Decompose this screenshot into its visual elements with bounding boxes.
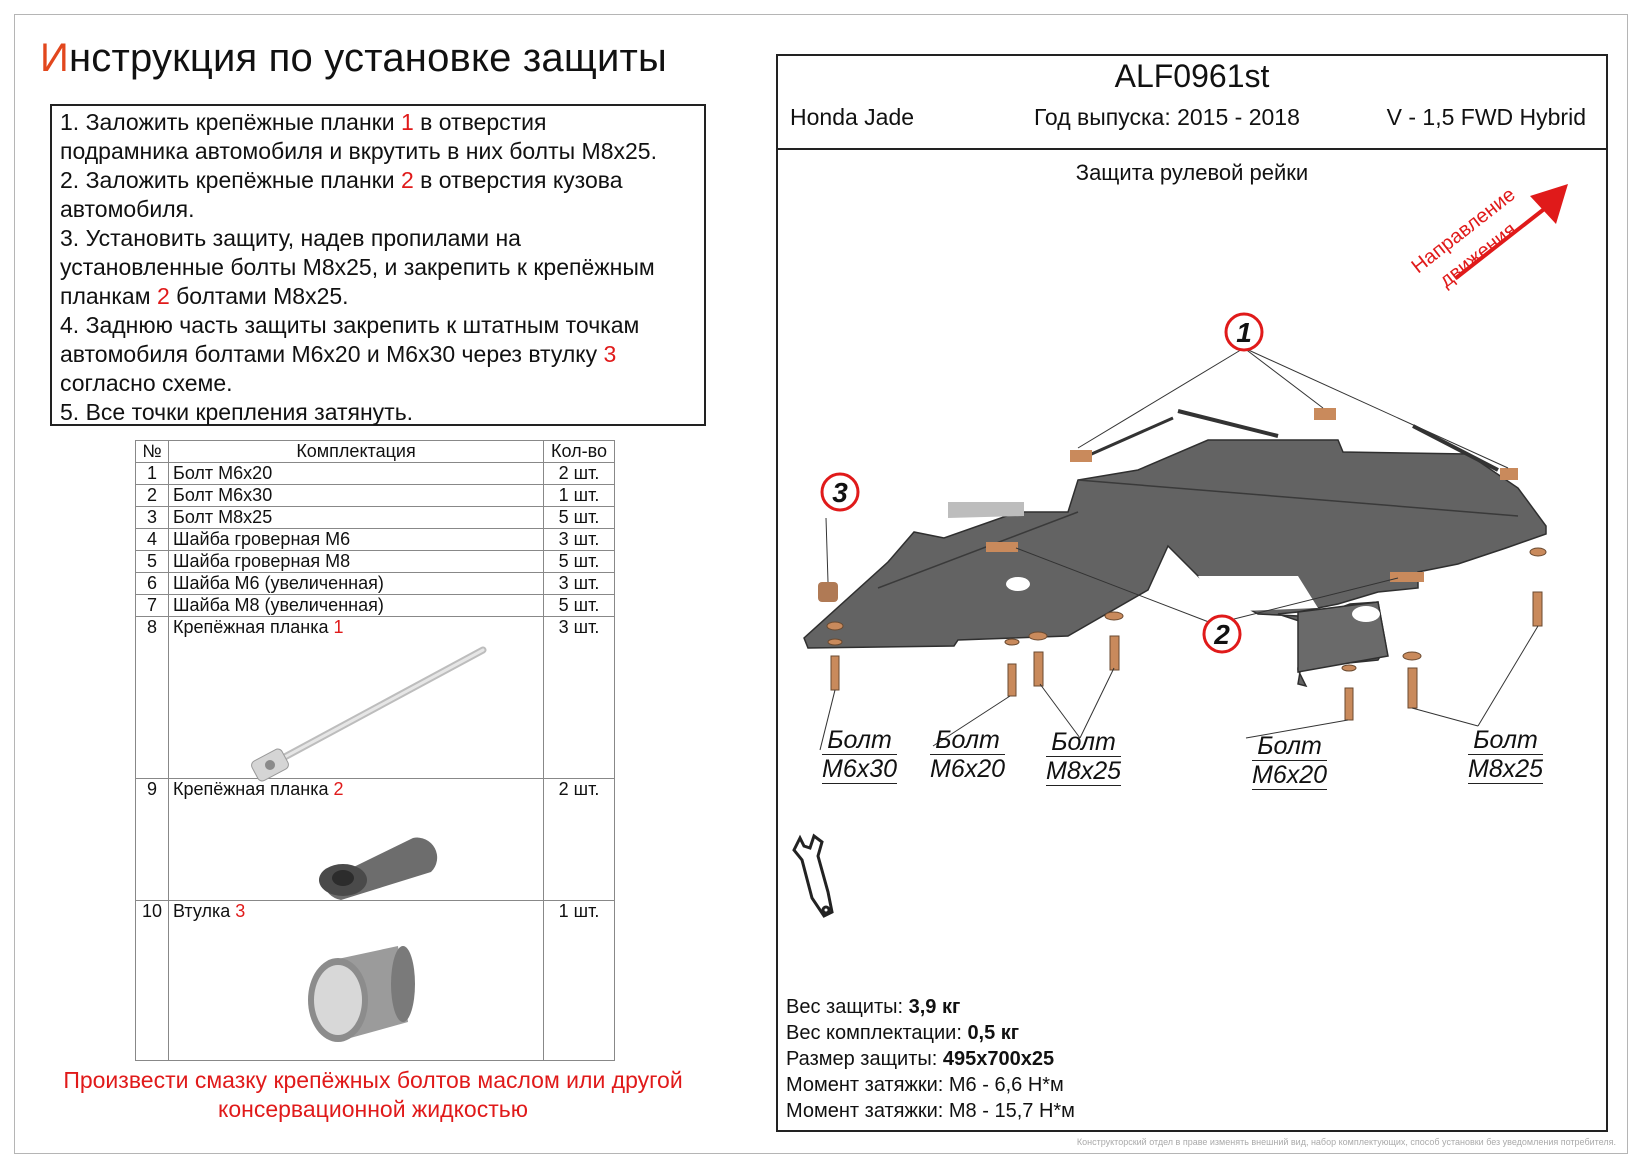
- kit-header-name: Комплектация: [168, 440, 544, 463]
- title-rest: нструкция по установке защиты: [68, 36, 667, 80]
- callout-3: 3: [820, 472, 860, 512]
- lubrication-note: Произвести смазку крепёжных болтов масло…: [40, 1066, 706, 1124]
- kit-row-bushing: 10 Втулка 3 1 шт.: [135, 900, 615, 1061]
- direction-indicator: Направление движения: [1408, 184, 1568, 292]
- skid-plate: [803, 439, 1547, 688]
- direction-arrow-icon: [1454, 204, 1550, 280]
- part-name: Защита рулевой рейки: [1075, 160, 1309, 185]
- article-code: ALF0961st: [1114, 58, 1270, 94]
- direction-arrowhead-icon: [1530, 184, 1568, 224]
- kit-cell-bracket-2: Крепёжная планка 2: [168, 778, 544, 901]
- specifications: Вес защиты: 3,9 кг Вес комплектации: 0,5…: [786, 994, 1075, 1124]
- spec-weight: Вес защиты: 3,9 кг: [786, 996, 961, 1018]
- spec-size: Размер защиты: 495х700х25: [786, 1048, 1055, 1070]
- step-5: 5. Все точки крепления затянуть.: [60, 399, 414, 425]
- engine-spec: V - 1,5 FWD Hybrid: [1386, 104, 1586, 130]
- bracket-1-illustration: [251, 646, 487, 782]
- assembly-diagram: Направление движения: [792, 184, 1568, 918]
- step-3b: установленные болты М8х25, и закрепить к…: [60, 254, 655, 280]
- production-years: Год выпуска: 2015 - 2018: [1034, 104, 1300, 130]
- step-3a: 3. Установить защиту, надев пропилами на: [60, 225, 521, 251]
- leader-lines: [819, 347, 1539, 751]
- step-3c: планкам 2 болтами М8х25.: [60, 283, 349, 309]
- kit-cell-bracket-1: Крепёжная планка 1: [168, 616, 544, 782]
- spec-torque-m6: Момент затяжки: М6 - 6,6 Н*м: [786, 1074, 1064, 1096]
- step-2a: 2. Заложить крепёжные планки 2 в отверст…: [60, 167, 623, 193]
- brackets: [818, 408, 1518, 602]
- callout-2: 2: [1202, 614, 1242, 654]
- callout-2-label: 2: [1213, 619, 1230, 650]
- spec-kit-weight: Вес комплектации: 0,5 кг: [786, 1022, 1020, 1044]
- note-line-2: консервационной жидкостью: [218, 1096, 528, 1122]
- callout-1: 1: [1224, 312, 1264, 352]
- wrench-icon: [792, 833, 834, 918]
- note-line-1: Произвести смазку крепёжных болтов масло…: [63, 1067, 683, 1093]
- step-2b: автомобиля.: [60, 196, 195, 222]
- kit-header-qty: Кол-во: [543, 440, 615, 463]
- step-4a: 4. Заднюю часть защиты закрепить к штатн…: [60, 312, 640, 338]
- spec-torque-m8: Момент затяжки: М8 - 15,7 Н*м: [786, 1100, 1075, 1122]
- instruction-steps: 1. Заложить крепёжные планки 1 в отверст…: [50, 104, 706, 426]
- kit-row-bracket-1: 8 Крепёжная планка 1 3 шт.: [135, 616, 615, 782]
- page-frame: [14, 14, 1628, 1154]
- disclaimer: Конструкторский отдел в праве изменять в…: [1076, 1137, 1616, 1147]
- kit-header-number: №: [135, 440, 169, 463]
- bracket-2-illustration: [319, 837, 438, 900]
- kit-row-bracket-2: 9 Крепёжная планка 2 2 шт.: [135, 778, 615, 901]
- step-1a: 1. Заложить крепёжные планки 1 в отверст…: [60, 109, 547, 135]
- header-divider: [778, 148, 1606, 150]
- mount-hole: [1352, 606, 1380, 622]
- bushing-illustration: [308, 946, 415, 1042]
- kit-header-row: № Комплектация Кол-во: [135, 440, 615, 463]
- callout-1-label: 1: [1236, 317, 1252, 348]
- step-1b: подрамника автомобиля и вкрутить в них б…: [60, 138, 657, 164]
- callout-3-label: 3: [832, 477, 848, 508]
- car-model: Honda Jade: [790, 104, 915, 130]
- title-first-letter: И: [40, 36, 69, 80]
- kit-cell-bushing: Втулка 3: [168, 900, 544, 1061]
- step-4c: согласно схеме.: [60, 370, 233, 396]
- mount-hole: [1006, 577, 1030, 591]
- step-4b: автомобиля болтами М6х20 и М6х30 через в…: [60, 341, 617, 367]
- page-title: Инструкция по установке защиты: [40, 36, 667, 81]
- bushing-3: [818, 582, 838, 602]
- diagram-panel: ALF0961st Honda Jade Год выпуска: 2015 -…: [776, 54, 1608, 1132]
